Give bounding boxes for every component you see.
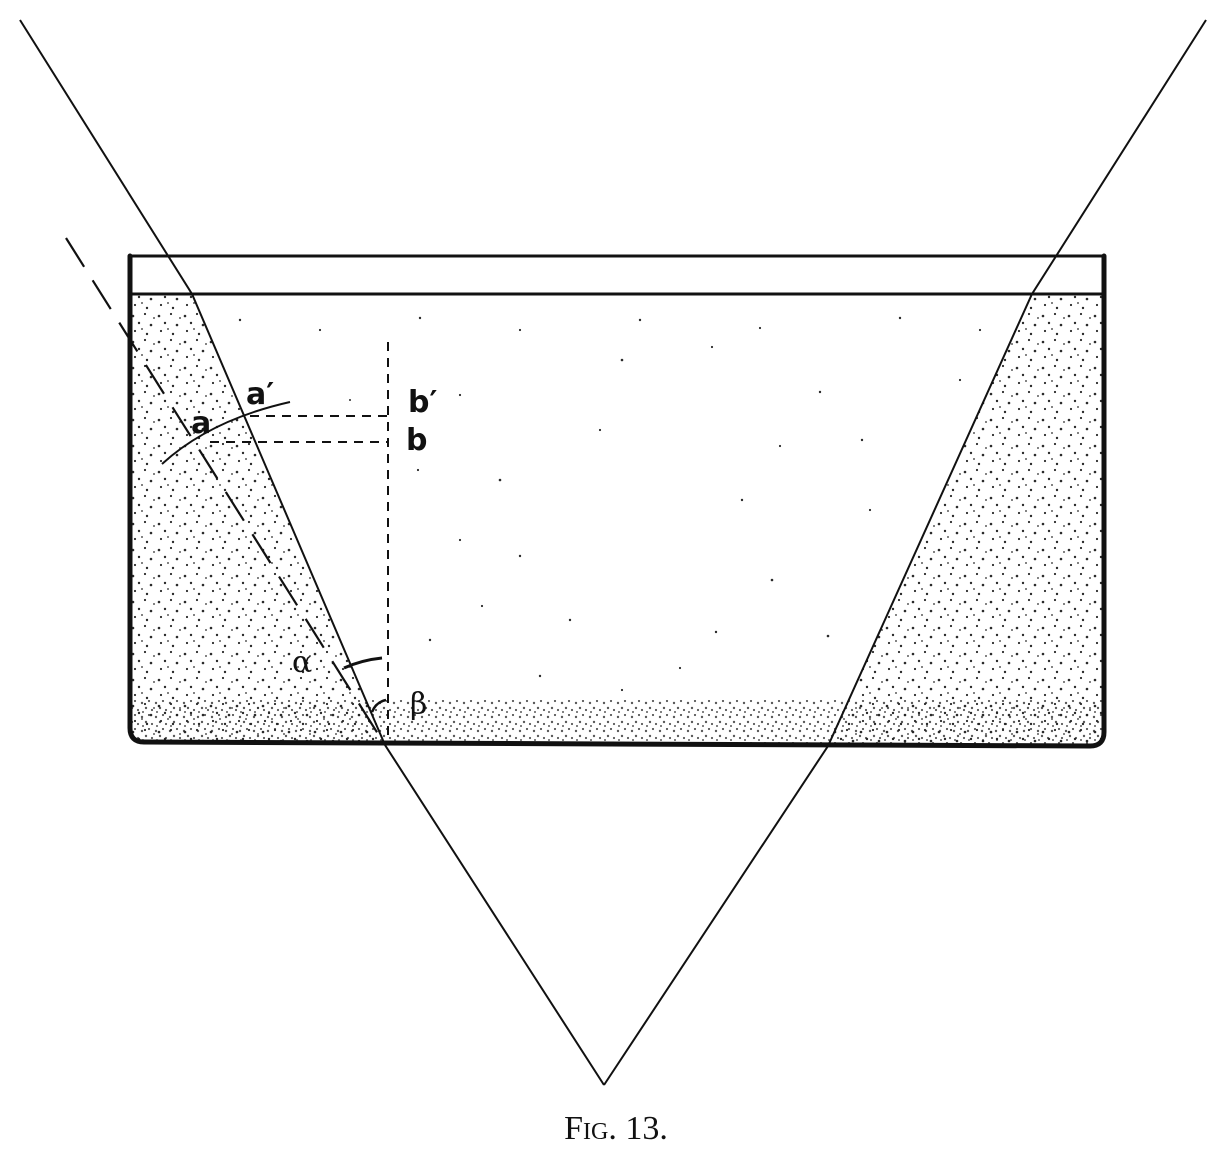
horizontal-projections (210, 415, 388, 443)
label-beta: β (410, 687, 427, 722)
label-a: a (191, 406, 211, 441)
bottom-stipple-band (130, 700, 1104, 746)
tank-walls (127, 253, 1107, 749)
left-ray (19, 19, 605, 1086)
liquid-shading (130, 294, 1104, 746)
label-alpha: α (292, 645, 312, 680)
figure-caption: Fig. 13. (564, 1110, 668, 1147)
right-ray (603, 19, 1207, 1086)
label-a-prime: a′ (246, 377, 274, 412)
angle-alpha-arc (343, 656, 383, 670)
label-b-prime: b′ (408, 385, 437, 420)
arc-a-a-prime (161, 401, 291, 465)
sparse-dots (238, 316, 982, 692)
left-stipple-region (130, 294, 385, 745)
label-b: b (406, 423, 427, 458)
rays (19, 19, 1207, 1086)
labels: a a′ b′ b α β (191, 377, 437, 722)
angle-beta-arc (370, 698, 387, 713)
right-stipple-region (828, 294, 1104, 746)
tank (127, 253, 1107, 749)
